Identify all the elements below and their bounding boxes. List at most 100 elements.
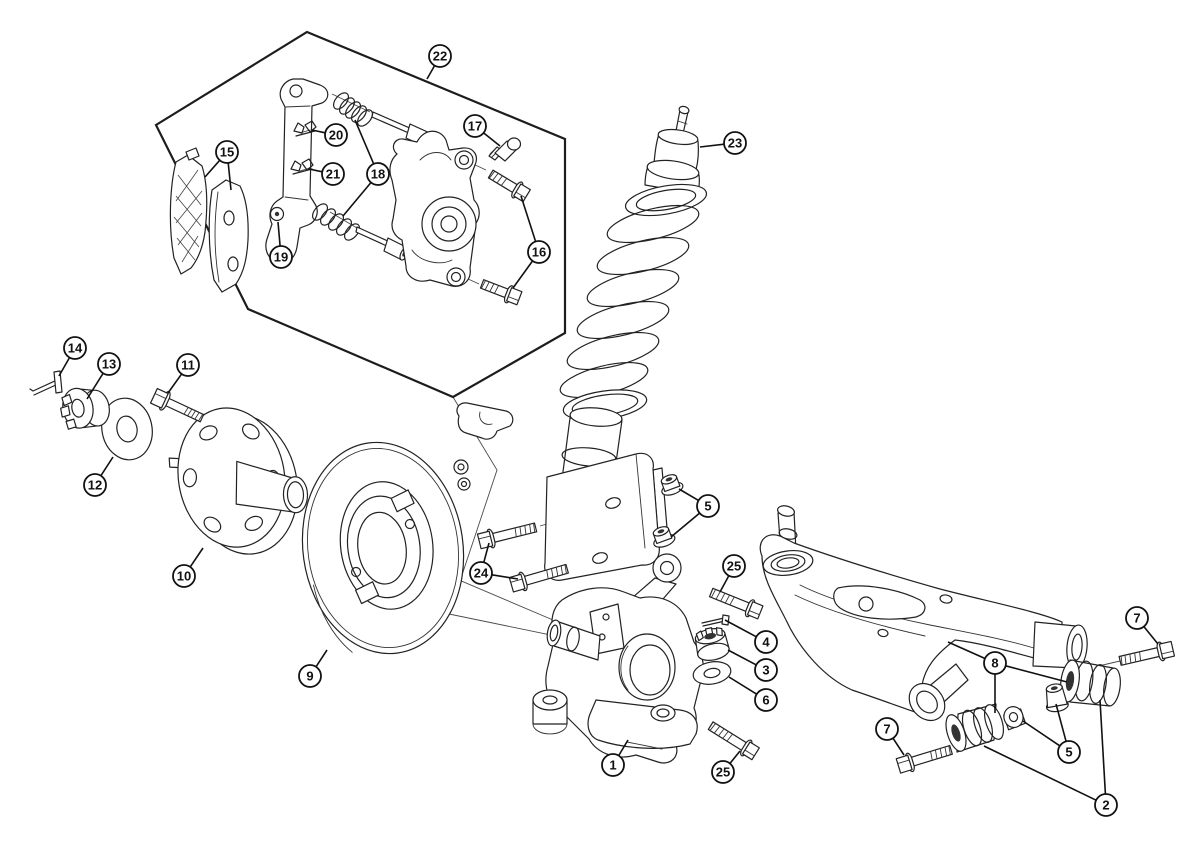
nut-lock-cap <box>60 387 110 430</box>
leader-line-24 <box>483 542 490 563</box>
leader-line-7a <box>892 737 905 756</box>
callout-circle-20 <box>324 123 348 147</box>
caliper-body <box>389 130 480 287</box>
leader-line-8 <box>1005 665 1068 683</box>
callout-circle-4 <box>754 630 778 654</box>
callout-8: 8 <box>947 641 1068 713</box>
callout-circle-18 <box>366 162 390 186</box>
callout-number-19: 19 <box>274 250 288 265</box>
callout-number-20: 20 <box>329 128 343 143</box>
leader-line-15 <box>227 162 232 191</box>
callout-circle-10 <box>172 564 196 588</box>
callout-circle-8 <box>983 651 1007 675</box>
callout-number-23: 23 <box>728 136 742 151</box>
hub-spindle-bolt <box>149 387 205 423</box>
leader-line-20 <box>311 129 326 134</box>
pad-clip-upper <box>293 120 317 137</box>
bleeder-screw <box>488 137 522 162</box>
leader-line-8 <box>947 641 986 660</box>
leader-line-5a <box>670 512 701 538</box>
leader-line-25b <box>729 750 741 765</box>
leader-line-14 <box>58 357 71 377</box>
callout-number-24: 24 <box>474 566 489 581</box>
hub-cotter-pin <box>29 370 63 396</box>
callout-circle-17 <box>463 114 487 138</box>
callout-20: 20 <box>311 123 348 147</box>
leader-line-5b <box>1022 720 1061 747</box>
callout-number-14: 14 <box>68 341 83 356</box>
callout-number-12: 12 <box>88 478 102 493</box>
callout-17: 17 <box>463 114 501 147</box>
leader-line-4 <box>724 619 757 638</box>
callout-circle-22 <box>428 44 452 68</box>
callout-circle-6 <box>754 688 778 712</box>
leader-line-6 <box>728 676 758 695</box>
callout-14: 14 <box>58 336 87 377</box>
leader-line-18 <box>342 181 372 217</box>
callout-circle-7b <box>1125 606 1149 630</box>
callout-21: 21 <box>308 162 345 186</box>
callout-circle-9 <box>298 664 322 688</box>
callout-6: 6 <box>728 676 778 712</box>
callout-circle-12 <box>83 473 107 497</box>
callout-circle-21 <box>321 162 345 186</box>
callout-number-16: 16 <box>532 245 546 260</box>
callout-7b: 7 <box>1125 606 1159 645</box>
callout-4: 4 <box>724 619 778 654</box>
leader-line-5b <box>1055 703 1067 742</box>
guide-pin-spring-lower <box>311 203 361 241</box>
callout-circle-5b <box>1057 740 1081 764</box>
callout-circle-19 <box>269 245 293 269</box>
leader-line-21 <box>308 168 323 173</box>
callout-number-3: 3 <box>762 663 769 678</box>
leader-line-2 <box>983 745 1097 801</box>
callout-number-21: 21 <box>326 167 340 182</box>
callout-circle-5a <box>696 494 720 518</box>
strut-clevis-bracket <box>544 452 669 581</box>
brake-disc <box>301 441 465 655</box>
castle-nut <box>694 627 730 661</box>
bushing-front <box>945 703 1005 753</box>
callout-12: 12 <box>83 456 114 497</box>
callout-24: 24 <box>469 542 519 585</box>
bushing-rear <box>1060 659 1121 707</box>
wheel-hub <box>168 407 309 555</box>
callout-11: 11 <box>167 353 200 394</box>
callout-circle-16 <box>527 240 551 264</box>
steering-knuckle <box>532 553 704 764</box>
leader-line-3 <box>727 649 757 666</box>
callout-5a: 5 <box>670 488 720 538</box>
callout-9: 9 <box>298 649 328 688</box>
arm-washer <box>1003 706 1027 731</box>
leader-line-7b <box>1143 626 1159 645</box>
callout-circle-25b <box>711 760 735 784</box>
control-arm-bolt-rear <box>1118 640 1176 666</box>
pinch-bolt-lower <box>707 721 760 761</box>
callout-circle-23 <box>723 131 747 155</box>
leader-line-9 <box>315 649 328 668</box>
leader-line-23 <box>699 143 725 148</box>
strut-nut-lower <box>652 526 676 548</box>
leader-line-17 <box>483 132 501 147</box>
callout-5b: 5 <box>1022 703 1081 764</box>
callout-number-5a: 5 <box>704 499 711 514</box>
detail-box <box>154 30 567 399</box>
leader-line-15 <box>204 159 221 178</box>
knuckle-washer <box>692 661 732 685</box>
hub-washer <box>101 397 153 461</box>
callout-circle-1 <box>601 753 625 777</box>
callout-number-25a: 25 <box>727 559 741 574</box>
callout-number-7a: 7 <box>883 722 890 737</box>
leader-line-2 <box>1099 699 1107 795</box>
callout-circle-25a <box>722 554 746 578</box>
callout-circle-2 <box>1094 793 1118 817</box>
arm-nut <box>1045 683 1069 713</box>
leader-line-16 <box>520 195 537 242</box>
strut-nut-upper <box>660 474 684 496</box>
lower-control-arm <box>759 505 1088 722</box>
leader-line-11 <box>167 373 183 394</box>
leader-line-5a <box>678 488 699 502</box>
callout-7a: 7 <box>875 717 905 756</box>
strut-hose-bracket <box>453 402 514 491</box>
